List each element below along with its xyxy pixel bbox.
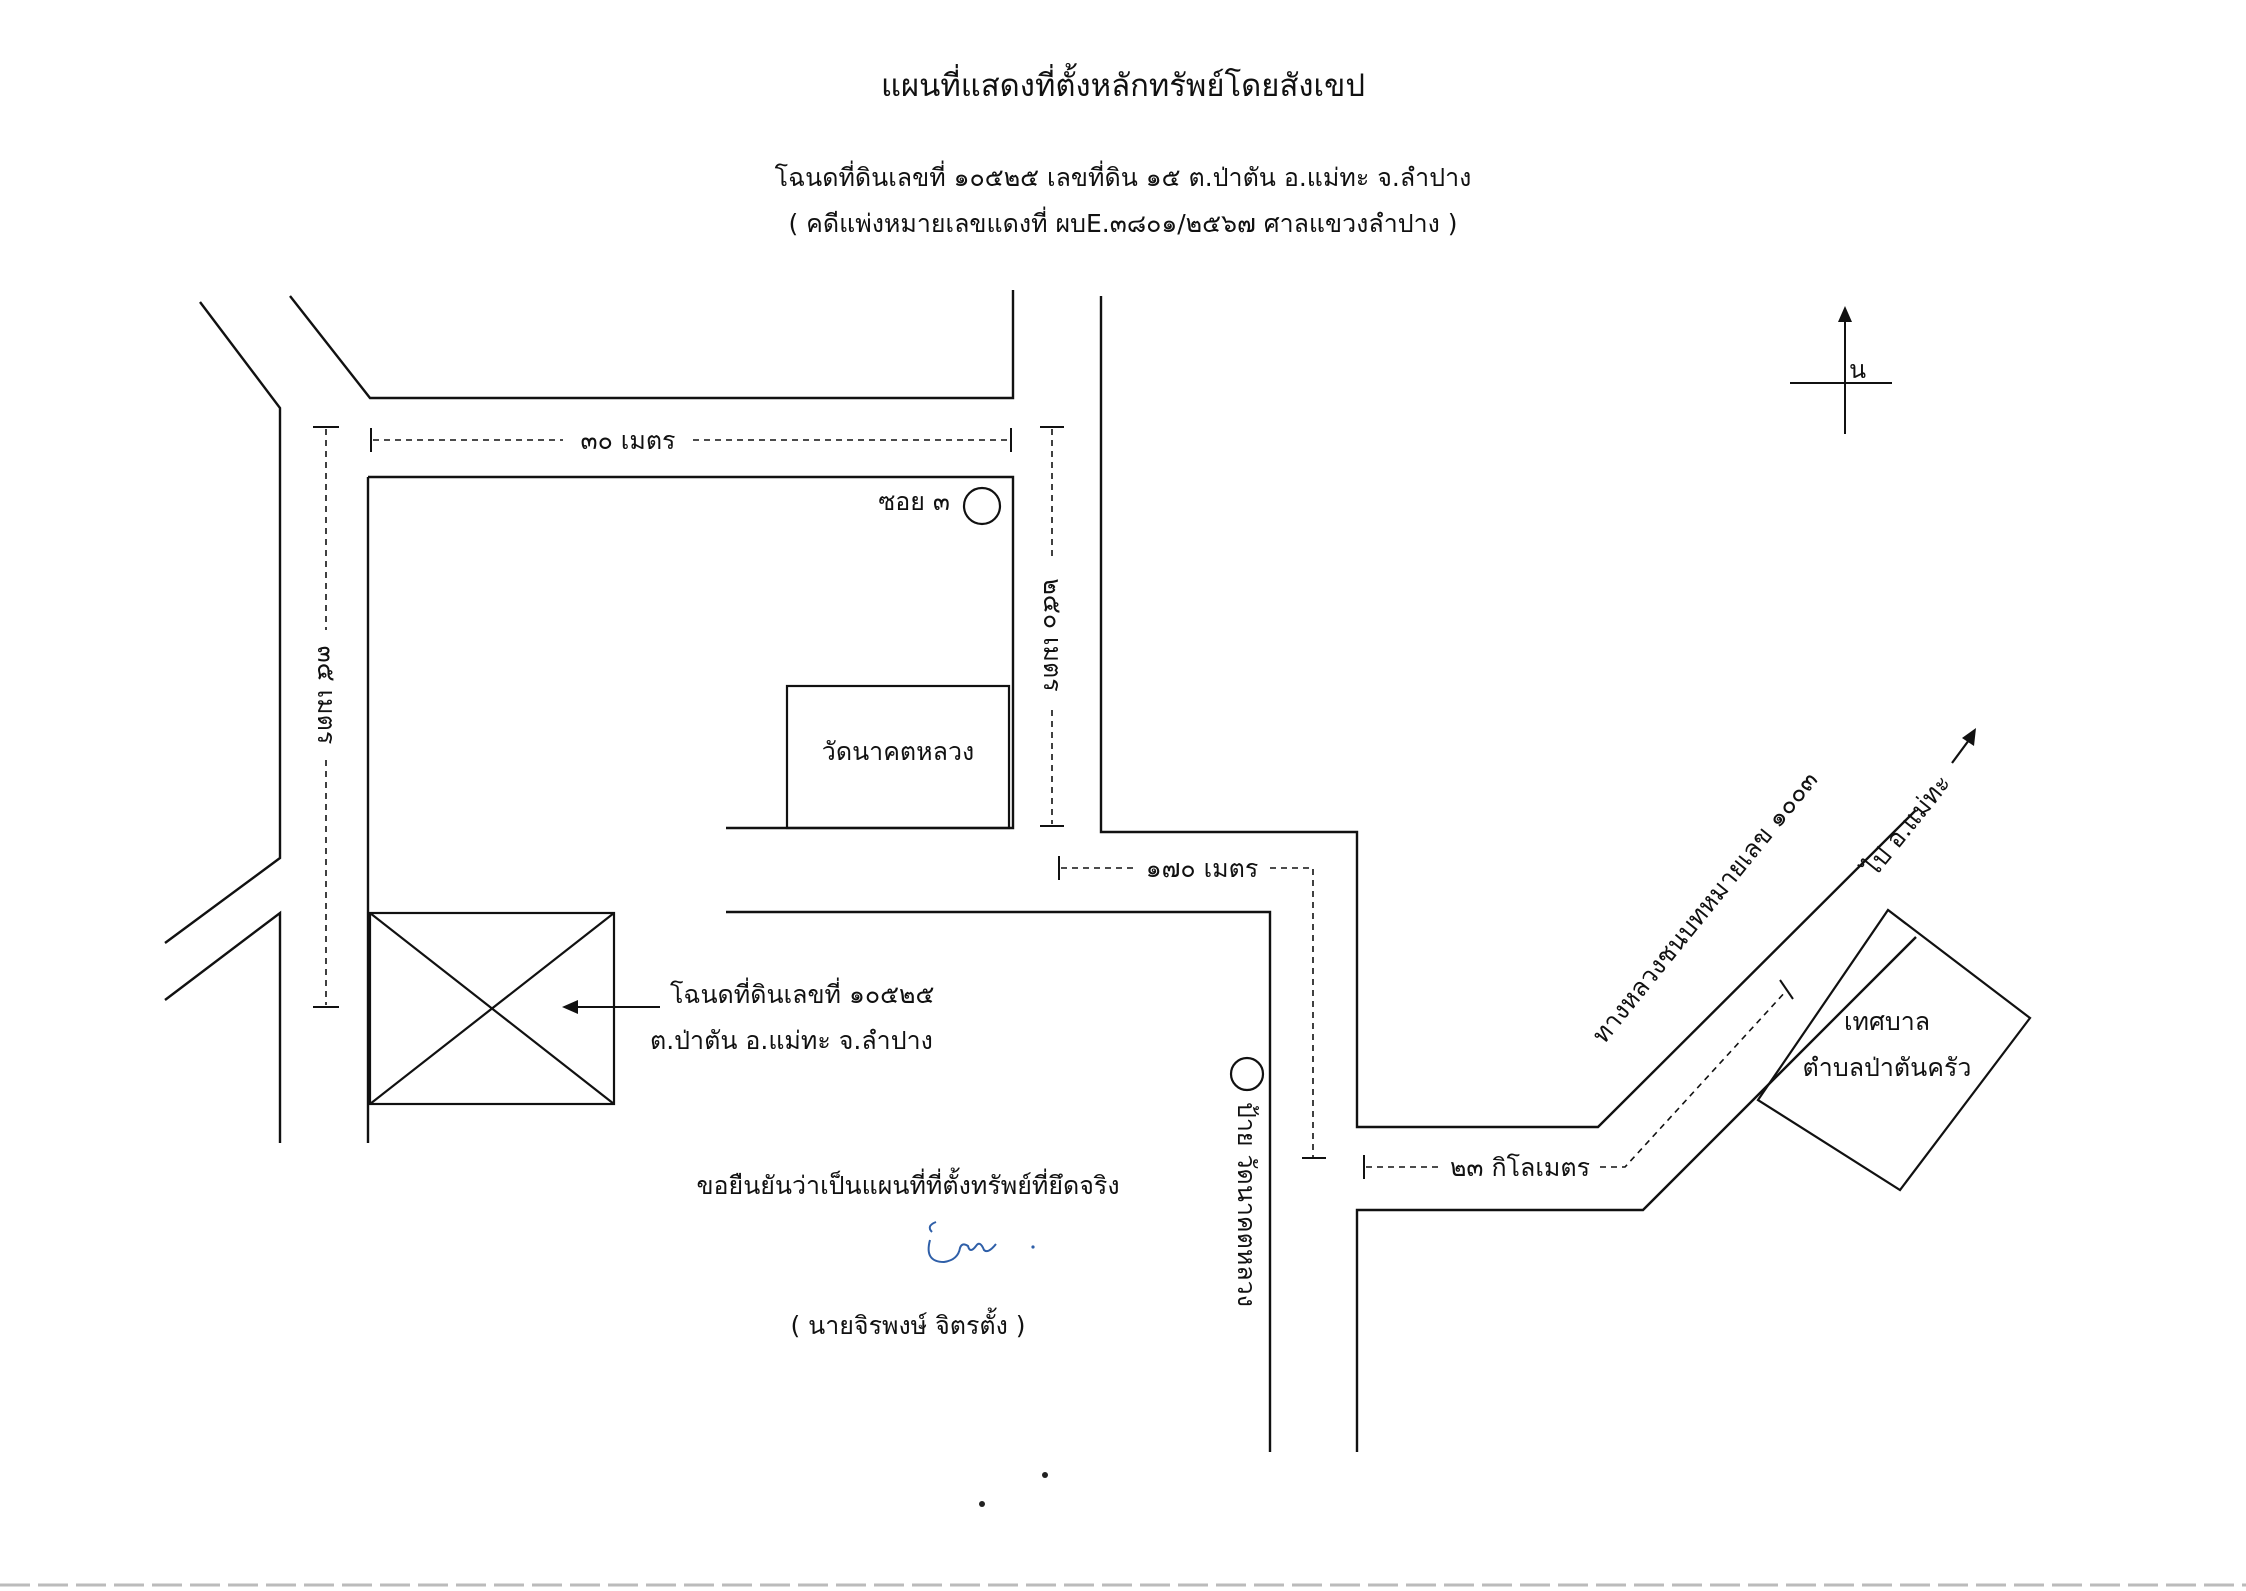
distance-top-label: ๓๐ เมตร — [581, 426, 676, 455]
map-title: แผนที่แสดงที่ตั้งหลักทรัพย์โดยสังเขป — [881, 63, 1365, 104]
dimension-right — [1040, 426, 1064, 827]
signature-icon — [927, 1221, 1035, 1264]
highway-label: ทางหลวงชนบทหมายเลข ๑๐๐๓ — [1586, 765, 1823, 1048]
soi-label: ซอย ๓ — [878, 487, 950, 516]
scan-speck — [979, 1501, 985, 1507]
to-district-label: ไป อ.แม่ทะ — [1856, 769, 1956, 884]
case-subtitle: ( คดีแพ่งหมายเลขแดงที่ ผบE.๓๘๐๑/๒๕๖๗ ศาล… — [788, 206, 1457, 238]
temple-building — [785, 684, 1011, 830]
parcel-marker-icon — [368, 911, 616, 1106]
municipality-label-line2: ตำบลป่าตันครัว — [1803, 1053, 1972, 1082]
distance-middle-label: ๑๗๐ เมตร — [1146, 854, 1259, 883]
scan-speck — [1042, 1472, 1048, 1478]
municipality-building — [1756, 908, 2032, 1192]
north-arrow-icon — [1790, 306, 1892, 434]
dimension-highway — [1363, 979, 1794, 1179]
municipality-label-line1: เทศบาล — [1844, 1007, 1930, 1036]
compass-north-label: น — [1849, 355, 1866, 384]
dimension-middle — [1058, 856, 1326, 1159]
parcel-pointer-arrow-icon — [562, 1000, 660, 1014]
distance-highway-label: ๒๓ กิโลเมตร — [1450, 1153, 1590, 1182]
dimension-top — [370, 428, 1012, 452]
parcel-label-line1: โฉนดที่ดินเลขที่ ๑๐๕๒๕ — [670, 977, 934, 1009]
signer-name: ( นายจิรพงษ์ จิตรตั้ง ) — [790, 1307, 1025, 1340]
direction-arrow-icon — [1951, 728, 1976, 764]
temple-sign-label: ป้าย วัดนาคตหลวง — [1232, 1102, 1261, 1307]
road-network — [164, 290, 1917, 1452]
deed-subtitle: โฉนดที่ดินเลขที่ ๑๐๕๒๕ เลขที่ดิน ๑๕ ต.ป่… — [775, 160, 1472, 192]
distance-right-label: ๒๕๐ เมตร — [1038, 578, 1067, 691]
dimension-left — [313, 426, 339, 1008]
temple-sign-marker-icon — [1229, 1056, 1265, 1092]
temple-label: วัดนาคตหลวง — [822, 737, 974, 766]
soi-marker-icon — [962, 486, 1002, 526]
parcel-label-line2: ต.ป่าตัน อ.แม่ทะ จ.ลำปาง — [650, 1026, 933, 1055]
confirmation-text: ขอยืนยันว่าเป็นแผนที่ที่ตั้งทรัพย์ที่ยึด… — [696, 1167, 1119, 1200]
distance-left-label: ๓๕ เมตร — [312, 646, 341, 745]
